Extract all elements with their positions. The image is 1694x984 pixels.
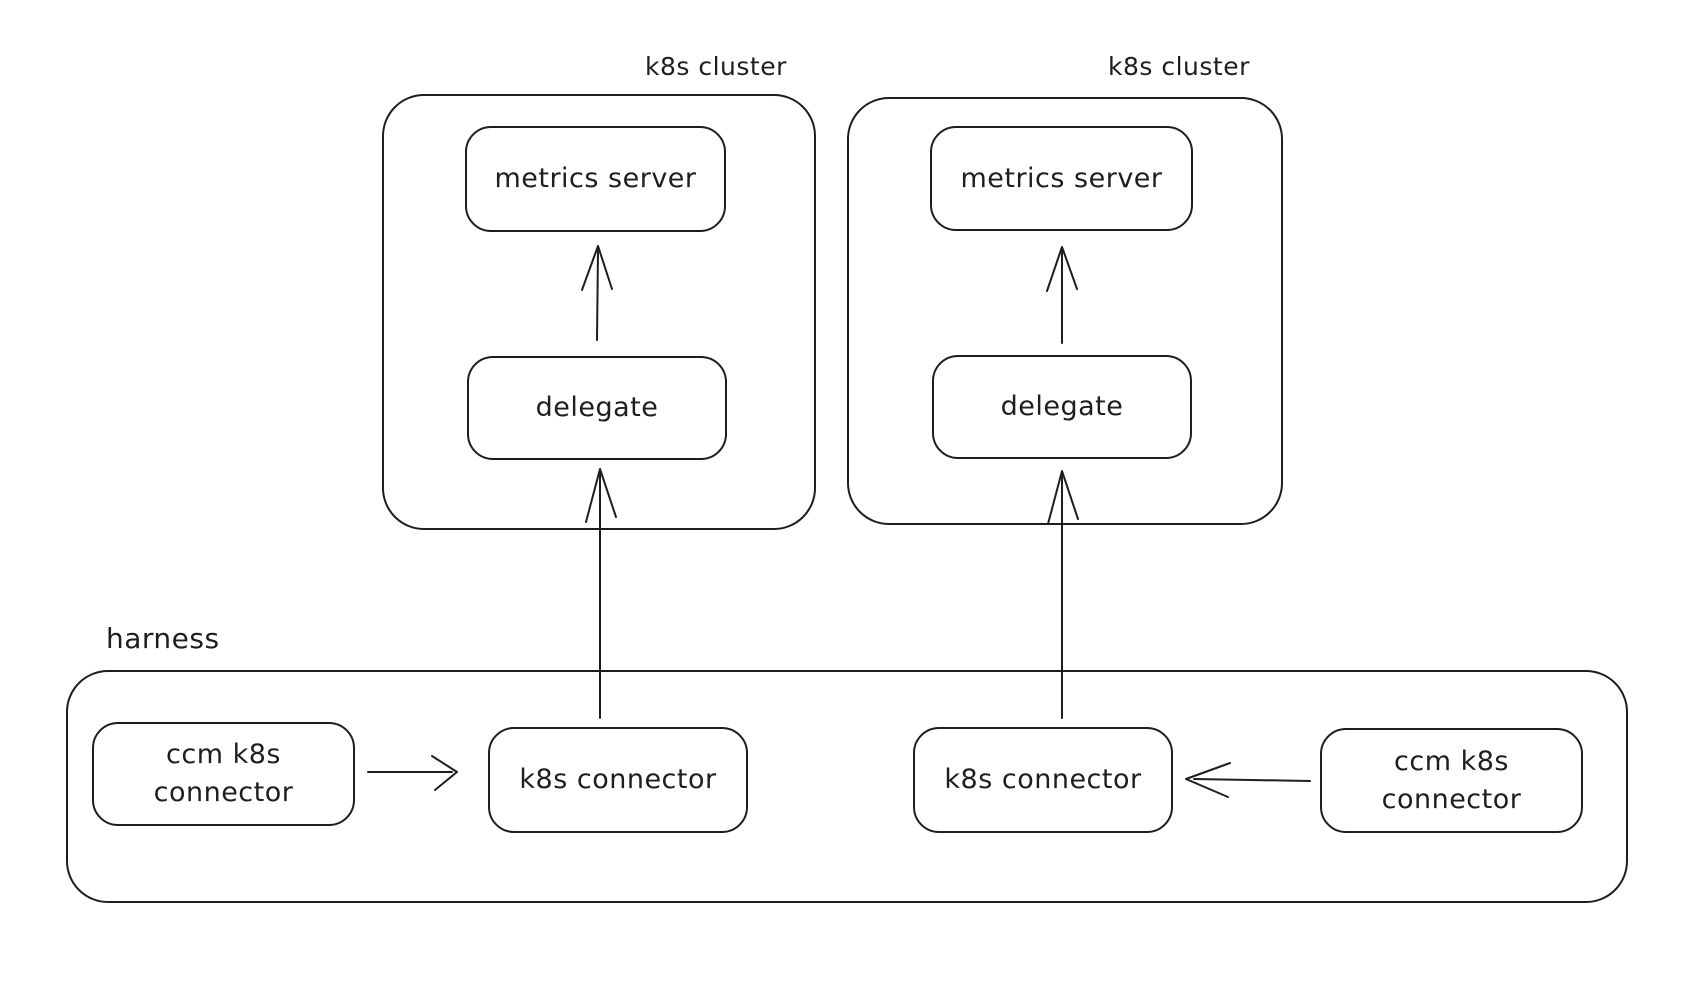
k8s-connector-right-node: k8s connector [913, 727, 1173, 833]
ccm-k8s-connector-left-label-line2: connector [153, 777, 294, 808]
ccm-k8s-connector-right-label-line2: connector [1381, 783, 1522, 815]
harness-title: harness [106, 622, 220, 655]
k8s-connector-left-node: k8s connector [488, 727, 748, 833]
metrics-server-right-node: metrics server [930, 126, 1193, 231]
ccm-k8s-connector-right-label-line1: ccm k8s [1394, 745, 1509, 777]
delegate-left-node: delegate [467, 356, 727, 460]
metrics-server-left-label: metrics server [494, 163, 697, 195]
k8s-connector-left-label: k8s connector [519, 764, 717, 796]
metrics-server-left-node: metrics server [465, 126, 726, 232]
delegate-right-node: delegate [932, 355, 1192, 459]
ccm-k8s-connector-right-node: ccm k8s connector [1320, 728, 1583, 833]
cluster-right-title: k8s cluster [1108, 52, 1250, 81]
cluster-left-title: k8s cluster [645, 52, 787, 81]
delegate-right-label: delegate [1000, 391, 1124, 423]
metrics-server-right-label: metrics server [960, 162, 1163, 194]
delegate-left-label: delegate [535, 392, 659, 424]
k8s-cluster-left-box [382, 94, 816, 530]
k8s-connector-right-label: k8s connector [944, 764, 1142, 796]
k8s-cluster-right-box [847, 97, 1283, 525]
ccm-k8s-connector-left-label-line1: ccm k8s [166, 739, 281, 771]
harness-box [66, 670, 1628, 903]
ccm-k8s-connector-left-node: ccm k8s connector [92, 722, 355, 826]
